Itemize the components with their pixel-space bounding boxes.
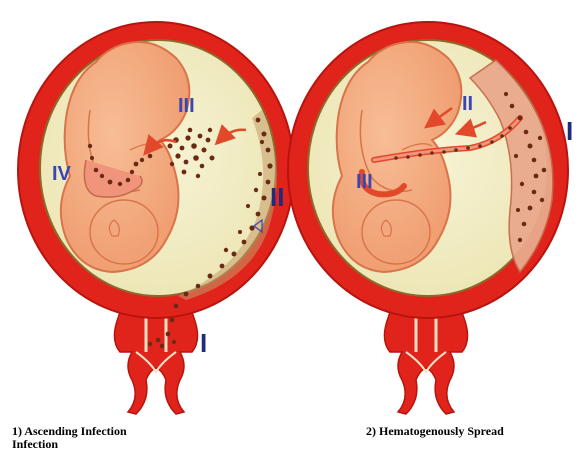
- label-stage-3: III: [356, 171, 373, 193]
- ascending-infection-panel: III IV II I: [18, 22, 294, 414]
- hematogenous-spread-caption: 2) Hematogenously Spread: [366, 425, 566, 438]
- label-stage-2: II: [270, 182, 284, 212]
- label-stage-4: IV: [52, 163, 72, 185]
- label-stage-3: III: [178, 95, 195, 117]
- label-stage-2: II: [462, 93, 473, 115]
- label-stage-1: I: [200, 328, 207, 358]
- hematogenous-spread-panel: II III I: [288, 22, 573, 414]
- caption-line-1: 2) Hematogenously Spread: [366, 425, 566, 438]
- caption-line-2: Infection: [12, 438, 212, 451]
- ascending-infection-caption: 1) Ascending Infection Infection: [12, 425, 212, 451]
- label-stage-1: I: [566, 116, 573, 146]
